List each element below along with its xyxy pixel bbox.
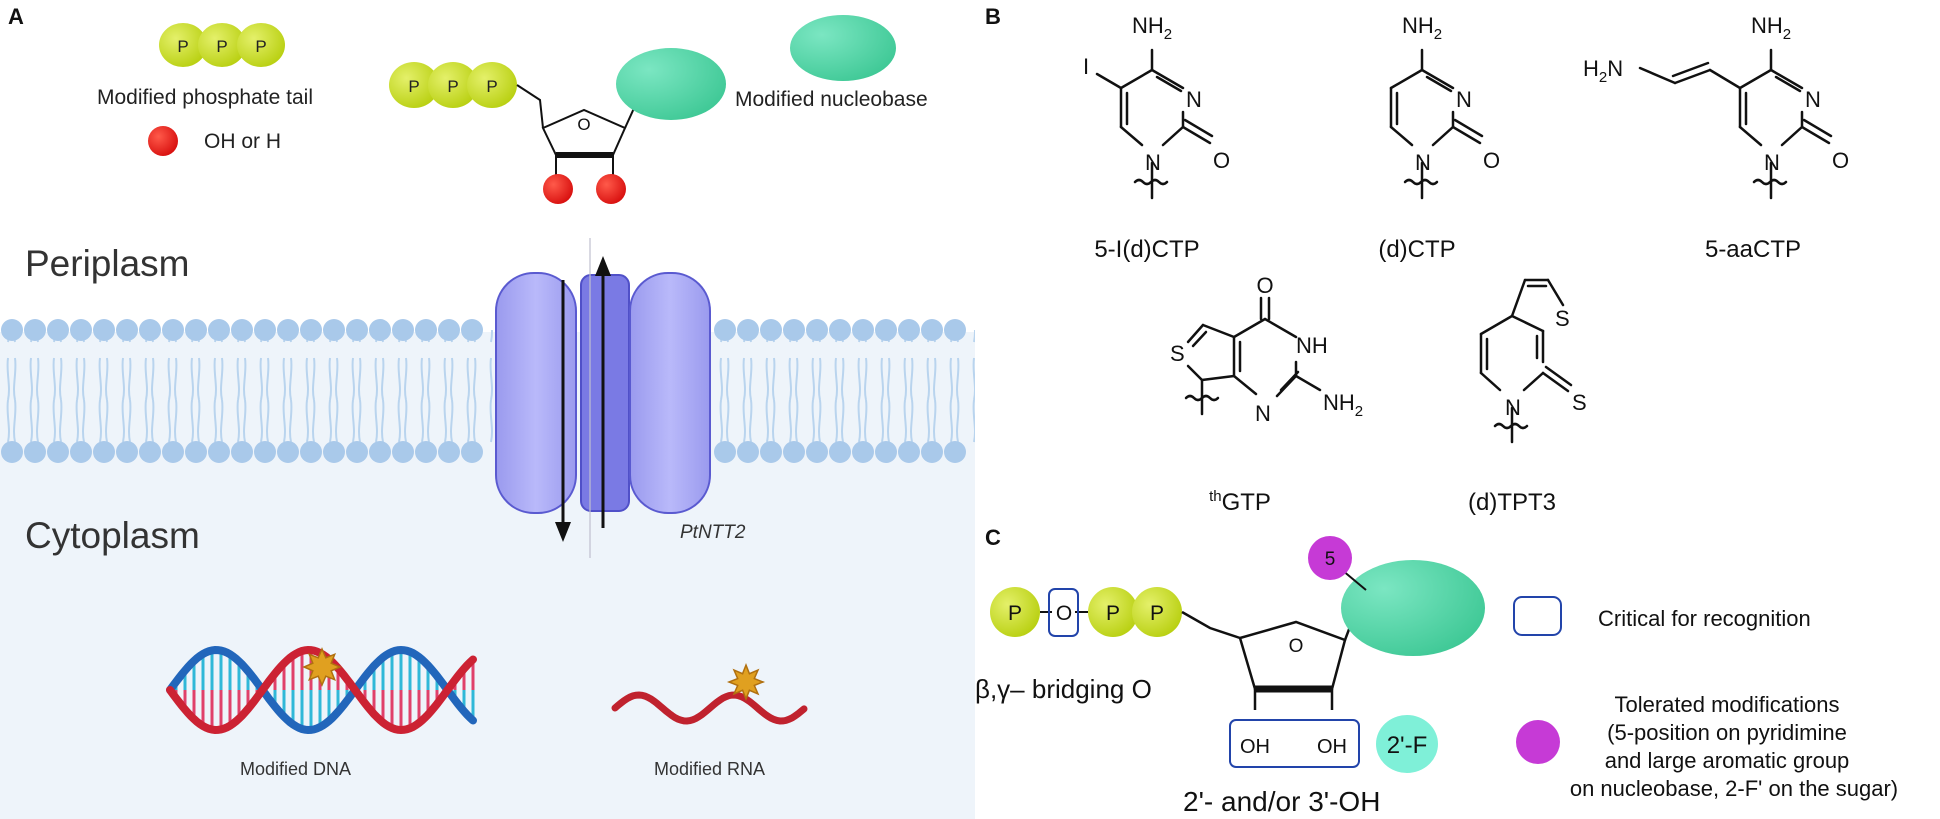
svg-text:(5-position on pyridimine: (5-position on pyridimine (1607, 720, 1847, 745)
legend-tolerated-text: Tolerated modifications (5-position on p… (1570, 692, 1898, 801)
panel-c: C P P P O O 5 OH OH 2'-F (975, 525, 1898, 817)
nucleobase-oval (1341, 560, 1485, 656)
compound-label-3: 5-aaCTP (1705, 236, 1801, 263)
svg-text:S: S (1572, 390, 1587, 415)
svg-text:and large aromatic group: and large aromatic group (1605, 748, 1850, 773)
panel-a: A P P P Modified phosphate tail OH or H … (0, 4, 975, 819)
legend-nucleobase-label: Modified nucleobase (735, 88, 928, 111)
svg-text:P: P (1150, 602, 1164, 625)
svg-text:O: O (1483, 148, 1500, 173)
svg-text:N: N (1186, 87, 1202, 112)
svg-text:NH: NH (1296, 333, 1328, 358)
transporter-label: PtNTT2 (680, 522, 746, 543)
position-5-label: 5 (1325, 549, 1336, 570)
panel-c-letter: C (985, 525, 1001, 550)
periplasm-label: Periplasm (25, 243, 190, 284)
bridging-o-label: β,γ– bridging O (975, 674, 1152, 704)
svg-text:I: I (1083, 54, 1089, 79)
svg-text:O: O (577, 115, 590, 134)
fluoro-label: 2'-F (1387, 732, 1428, 759)
svg-text:N: N (1805, 87, 1821, 112)
oh-2-label: OH (1240, 736, 1270, 758)
legend-nucleobase-icon (790, 15, 896, 81)
modified-rna-strand (611, 691, 808, 725)
svg-text:P: P (486, 77, 497, 96)
panel-b: B NH2 N N O I (985, 4, 1849, 516)
structure-ctp: NH2 N N O (1389, 13, 1500, 200)
cytoplasm-label: Cytoplasm (25, 515, 200, 556)
svg-text:N: N (1456, 87, 1472, 112)
svg-text:on nucleobase, 2-F' on the sug: on nucleobase, 2-F' on the sugar) (1570, 776, 1898, 801)
svg-text:Tolerated modifications: Tolerated modifications (1614, 692, 1839, 717)
dna-label: Modified DNA (240, 759, 351, 779)
svg-text:P: P (447, 77, 458, 96)
structure-5-iodo-ctp: NH2 N N O I (1083, 13, 1230, 200)
rna-label: Modified RNA (654, 759, 765, 779)
lipid-heads-inner (1, 441, 966, 463)
modified-dna-helix (166, 645, 477, 735)
legend-critical-label: Critical for recognition (1598, 606, 1811, 631)
svg-text:P: P (255, 37, 266, 56)
svg-text:O: O (1056, 602, 1072, 625)
structure-5-aa-ctp: NH2 N N O H2N (1583, 13, 1849, 200)
lipid-bilayer (0, 319, 975, 463)
legend-phosphate-label: Modified phosphate tail (97, 86, 313, 109)
phosphate-chain: P P P O (990, 587, 1182, 637)
ptntt2-transporter (495, 238, 711, 558)
svg-text:S: S (1170, 341, 1185, 366)
legend-critical-box (1513, 596, 1562, 636)
legend-phosphate-icon: P P P (159, 23, 285, 67)
svg-text:N: N (1255, 401, 1271, 426)
svg-text:NH2: NH2 (1323, 390, 1363, 420)
svg-text:NH2: NH2 (1402, 13, 1442, 43)
svg-text:N: N (1145, 150, 1161, 175)
svg-text:N: N (1415, 150, 1431, 175)
svg-text:P: P (1106, 602, 1120, 625)
compound-label-2: (d)CTP (1378, 236, 1455, 263)
svg-text:H2N: H2N (1583, 56, 1623, 86)
legend-tolerated-dot (1516, 720, 1560, 764)
hydroxyl-label: 2'- and/or 3'-OH (1183, 786, 1380, 817)
svg-text:P: P (177, 37, 188, 56)
structure-thgtp: O NH N NH2 S (1170, 273, 1363, 426)
svg-text:O: O (1832, 148, 1849, 173)
panel-a-letter: A (8, 4, 24, 29)
svg-text:N: N (1764, 150, 1780, 175)
panel-b-letter: B (985, 4, 1001, 29)
sugar-ring (1181, 599, 1362, 710)
nucleotide-diagram: P P P O (389, 48, 726, 204)
compound-label-5: (d)TPT3 (1468, 489, 1556, 516)
svg-text:S: S (1555, 306, 1570, 331)
lipid-heads-outer (1, 319, 966, 341)
svg-text:P: P (216, 37, 227, 56)
position-5-marker (1308, 536, 1352, 580)
legend-oh-label: OH or H (204, 130, 281, 153)
compound-label-1: 5-I(d)CTP (1094, 236, 1199, 263)
cytoplasm-region (0, 400, 975, 819)
svg-text:N: N (1505, 395, 1521, 420)
rna-modification-star (726, 662, 766, 702)
svg-text:O: O (1213, 148, 1230, 173)
hydroxyl-box (1229, 719, 1360, 768)
svg-text:NH2: NH2 (1751, 13, 1791, 43)
sugar-ring-oxygen: O (1289, 636, 1304, 657)
svg-text:O: O (1256, 273, 1273, 298)
compound-label-4: thGTP (1209, 488, 1271, 516)
svg-text:P: P (1008, 602, 1022, 625)
bridging-o-box (1048, 588, 1079, 637)
svg-text:NH2: NH2 (1132, 13, 1172, 43)
dna-modification-star (302, 647, 342, 687)
fluoro-marker (1376, 715, 1438, 773)
svg-text:P: P (408, 77, 419, 96)
legend-oh-dot (148, 126, 178, 156)
structure-tpt3: S N S (1479, 278, 1587, 444)
oh-3-label: OH (1317, 736, 1347, 758)
